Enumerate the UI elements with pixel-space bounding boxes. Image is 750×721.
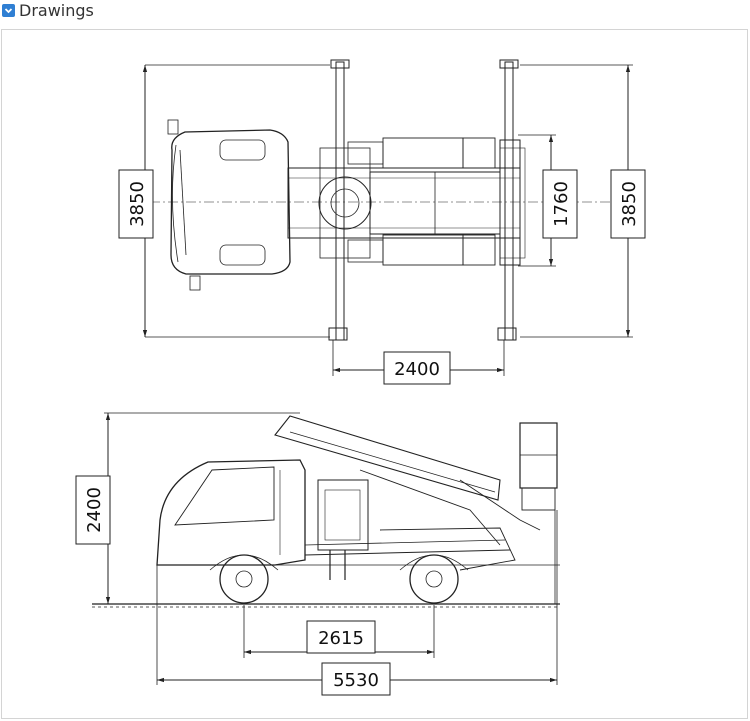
chevron-down-icon — [4, 8, 13, 14]
side-dim-length: 5530 — [321, 662, 391, 696]
dim-label: 1760 — [551, 181, 572, 227]
side-view — [92, 412, 560, 685]
drawings-frame — [1, 29, 748, 719]
top-dim-overall-right: 3850 — [610, 169, 646, 239]
side-dim-wheelbase: 2615 — [306, 620, 376, 654]
top-dim-platform: 1760 — [542, 169, 578, 239]
dim-label: 2615 — [318, 628, 364, 649]
dim-label: 2400 — [84, 487, 105, 533]
dim-label: 5530 — [333, 670, 379, 691]
top-dim-outrigger: 2400 — [383, 351, 451, 385]
section-title: Drawings — [19, 1, 94, 20]
section-header: Drawings — [0, 0, 750, 24]
top-dim-overall-left: 3850 — [118, 169, 154, 239]
dim-label: 2400 — [394, 359, 440, 380]
dim-label: 3850 — [127, 181, 148, 227]
side-dim-height: 2400 — [75, 475, 111, 545]
dim-label: 3850 — [619, 181, 640, 227]
collapse-toggle[interactable] — [2, 4, 15, 17]
